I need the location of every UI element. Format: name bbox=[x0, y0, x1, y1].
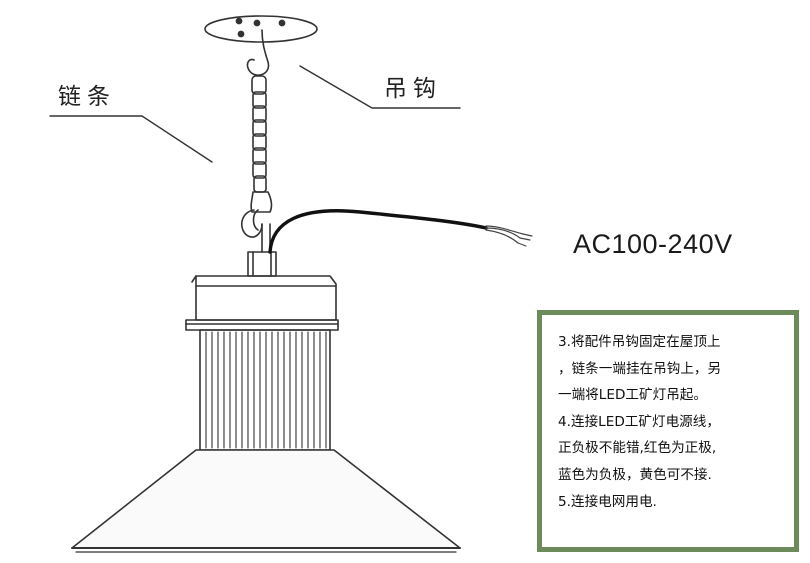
instruction-line: 正负极不能错,红色为正极, bbox=[558, 440, 717, 457]
instruction-line: 3.将配件吊钩固定在屋顶上 bbox=[558, 334, 721, 350]
ceiling-plate bbox=[204, 15, 318, 43]
instruction-line: 蓝色为负极，黄色可不接. bbox=[558, 466, 712, 483]
power-cable bbox=[268, 209, 533, 254]
instruction-line: ，链条一端挂在吊钩上，另 bbox=[558, 360, 722, 377]
chain-connector bbox=[241, 191, 273, 238]
hook bbox=[246, 29, 270, 76]
instruction-line: 一端将LED工矿灯吊起。 bbox=[558, 387, 707, 404]
mounting-ring bbox=[185, 319, 339, 331]
instruction-line: 4.连接LED工矿灯电源线， bbox=[558, 413, 720, 430]
leader-lines bbox=[49, 65, 461, 163]
hook-label: 吊钩 bbox=[384, 76, 442, 102]
chain-label: 链条 bbox=[58, 84, 116, 110]
driver-box bbox=[191, 275, 337, 321]
instructions-text: 3.将配件吊钩固定在屋顶上 ，链条一端挂在吊钩上，另 一端将LED工矿灯吊起。 … bbox=[558, 329, 788, 515]
chain-leader-line bbox=[49, 115, 213, 163]
instruction-line: 5.连接电网用电. bbox=[558, 493, 657, 510]
reflector-shade bbox=[71, 449, 461, 553]
voltage-label: AC100-240V bbox=[573, 229, 733, 259]
instructions-panel: 3.将配件吊钩固定在屋顶上 ，链条一端挂在吊钩上，另 一端将LED工矿灯吊起。 … bbox=[537, 310, 799, 552]
heat-sink bbox=[199, 329, 331, 451]
hook-leader-line bbox=[299, 65, 461, 109]
chain bbox=[251, 75, 267, 193]
